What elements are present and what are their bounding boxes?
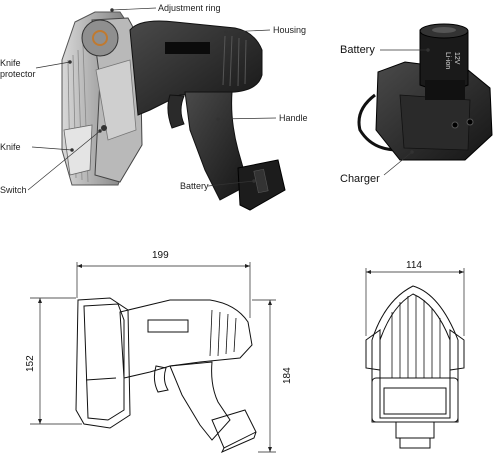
label-battery-tool: Battery [180, 181, 209, 191]
leaders-charger [380, 48, 430, 176]
housing-grip-lines [222, 35, 247, 87]
label-adjustment-ring: Adjustment ring [158, 3, 221, 13]
dim-side-height-left: 152 [25, 355, 36, 372]
battery-print-2: Li-ion [444, 52, 451, 69]
label-battery-charger: Battery [340, 44, 375, 56]
label-handle: Handle [279, 113, 308, 123]
side-trigger [153, 365, 169, 393]
label-housing: Housing [273, 25, 306, 35]
dim-side-height-right: 184 [282, 367, 293, 384]
knife-blade [63, 124, 93, 176]
battery-print-1: 12V [453, 52, 460, 65]
dim-front-width: 114 [406, 260, 422, 271]
side-guard [75, 297, 131, 429]
side-dimension-arrows [38, 264, 272, 452]
trigger [167, 94, 185, 129]
knife-photo [61, 11, 286, 211]
label-knife-protector-line1: Knife [0, 58, 21, 68]
front-ribs [391, 296, 441, 378]
housing-vent [165, 42, 210, 54]
side-vent [147, 319, 189, 333]
side-battery [211, 409, 257, 449]
label-switch: Switch [0, 185, 27, 195]
front-dimension-arrows [366, 270, 464, 274]
charger-cable [357, 93, 399, 152]
side-handle [169, 361, 231, 441]
label-knife-protector-line2: protector [0, 69, 36, 79]
side-dimensions [30, 262, 276, 453]
front-view-drawing [365, 285, 465, 449]
front-guard [371, 285, 459, 423]
charger-photo: 12V Li-ion [357, 23, 493, 161]
adjustment-ring [81, 19, 119, 57]
switch-dot [101, 125, 107, 131]
leaders-knife [27, 7, 277, 191]
front-dimensions [365, 268, 465, 336]
label-charger: Charger [340, 173, 380, 185]
side-view-drawing [75, 297, 257, 454]
side-housing [119, 299, 253, 379]
dim-side-width: 199 [152, 250, 169, 261]
logo-mark [92, 30, 108, 46]
label-knife: Knife [0, 142, 21, 152]
